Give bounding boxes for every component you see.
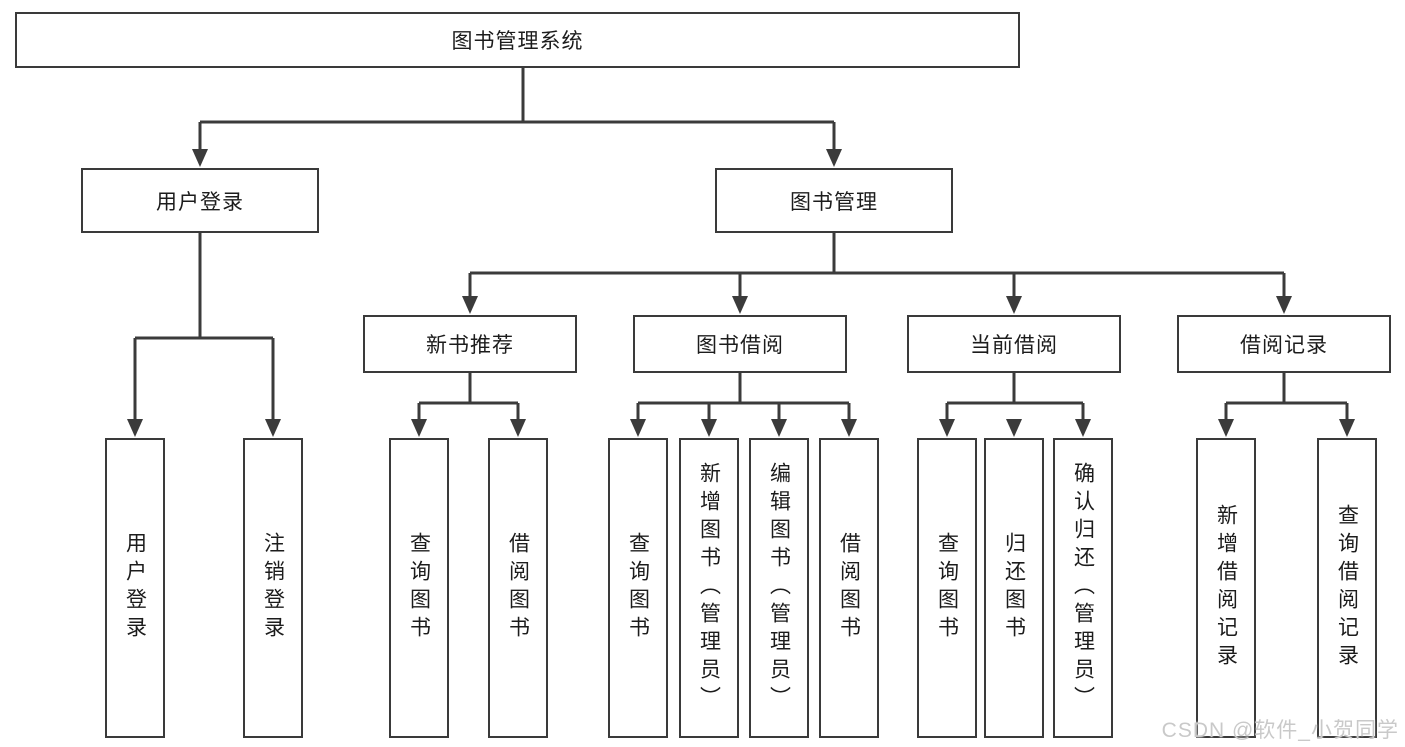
edge-book-mgmt-split (468, 233, 1286, 302)
arrowhead-icons (127, 149, 1355, 437)
edge-root-split (198, 68, 836, 153)
arrowhead-icon (841, 419, 857, 437)
node-book-mgmt-label: 图书管理 (790, 190, 878, 214)
leaf-rec-borrow-books-label: 借阅图书 (506, 532, 530, 644)
node-borrow-records: 借阅记录 (1177, 315, 1391, 373)
arrowhead-icon (192, 149, 208, 167)
node-user-login: 用户登录 (81, 168, 319, 233)
leaf-rec-query-books-label: 查询图书 (407, 532, 431, 644)
leaf-bb-borrow-books-label: 借阅图书 (837, 532, 861, 644)
arrowhead-icon (732, 296, 748, 314)
arrowhead-icon (771, 419, 787, 437)
leaf-cb-confirm-return-admin: 确认归还（管理员） (1053, 438, 1113, 738)
leaf-bb-edit-books-admin: 编辑图书（管理员） (749, 438, 809, 738)
leaf-cb-confirm-return-admin-label: 确认归还（管理员） (1071, 462, 1095, 714)
arrowhead-icon (939, 419, 955, 437)
leaf-rec-query-books: 查询图书 (389, 438, 449, 738)
arrowhead-icon (1075, 419, 1091, 437)
node-root: 图书管理系统 (15, 12, 1020, 68)
leaf-bb-borrow-books: 借阅图书 (819, 438, 879, 738)
edge-current-borrow-split (945, 373, 1085, 425)
leaf-user-login-label: 用户登录 (123, 532, 147, 644)
edge-borrow-records-split (1224, 373, 1349, 425)
node-current-borrow: 当前借阅 (907, 315, 1121, 373)
arrowhead-icon (701, 419, 717, 437)
leaf-bb-query-books-label: 查询图书 (626, 532, 650, 644)
arrowhead-icon (630, 419, 646, 437)
node-book-mgmt: 图书管理 (715, 168, 953, 233)
node-user-login-label: 用户登录 (156, 190, 244, 214)
leaf-cb-query-books: 查询图书 (917, 438, 977, 738)
arrowhead-icon (510, 419, 526, 437)
leaf-bb-add-books-admin-label: 新增图书（管理员） (697, 462, 721, 714)
edge-book-borrow-split (636, 373, 851, 425)
arrowhead-icon (411, 419, 427, 437)
leaf-cb-return-books: 归还图书 (984, 438, 1044, 738)
arrowhead-icon (265, 419, 281, 437)
node-current-borrow-label: 当前借阅 (970, 334, 1058, 357)
leaf-br-query-record-label: 查询借阅记录 (1335, 504, 1359, 672)
arrowhead-icon (127, 419, 143, 437)
leaf-br-add-record: 新增借阅记录 (1196, 438, 1256, 738)
arrowhead-icon (826, 149, 842, 167)
leaf-cb-query-books-label: 查询图书 (935, 532, 959, 644)
leaf-user-login: 用户登录 (105, 438, 165, 738)
arrowhead-icon (462, 296, 478, 314)
leaf-bb-query-books: 查询图书 (608, 438, 668, 738)
arrowhead-icon (1339, 419, 1355, 437)
edge-new-book-rec-split (417, 373, 520, 425)
csdn-watermark: CSDN @软件_小贺同学 (1161, 719, 1399, 742)
leaf-logout: 注销登录 (243, 438, 303, 738)
leaf-logout-label: 注销登录 (261, 532, 285, 644)
leaf-br-query-record: 查询借阅记录 (1317, 438, 1377, 738)
node-new-book-rec: 新书推荐 (363, 315, 577, 373)
arrowhead-icon (1006, 419, 1022, 437)
node-borrow-records-label: 借阅记录 (1240, 334, 1328, 357)
edge-user-login-split (133, 233, 275, 425)
arrowhead-icon (1006, 296, 1022, 314)
leaf-br-add-record-label: 新增借阅记录 (1214, 504, 1238, 672)
node-book-borrow: 图书借阅 (633, 315, 847, 373)
leaf-rec-borrow-books: 借阅图书 (488, 438, 548, 738)
node-root-label: 图书管理系统 (451, 30, 584, 53)
leaf-cb-return-books-label: 归还图书 (1002, 532, 1026, 644)
arrowhead-icon (1276, 296, 1292, 314)
leaf-bb-add-books-admin: 新增图书（管理员） (679, 438, 739, 738)
arrowhead-icon (1218, 419, 1234, 437)
leaf-bb-edit-books-admin-label: 编辑图书（管理员） (767, 462, 791, 714)
node-book-borrow-label: 图书借阅 (696, 334, 784, 357)
node-new-book-rec-label: 新书推荐 (426, 334, 514, 357)
